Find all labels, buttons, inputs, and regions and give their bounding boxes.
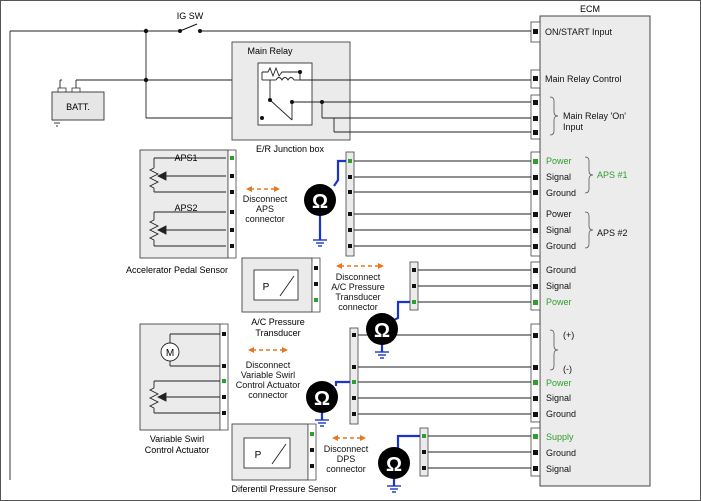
ecm-aps1-group: APS #1 xyxy=(597,170,628,180)
dps-p-symbol: P xyxy=(255,450,262,461)
main-relay-internals xyxy=(261,66,531,133)
aps-harness-pins xyxy=(348,159,352,248)
vsca-box xyxy=(139,323,221,431)
aps-connector-pins xyxy=(230,156,234,248)
ecm-braces xyxy=(549,96,594,371)
vsca-connector xyxy=(219,323,229,431)
aps-instr-l2: APS xyxy=(256,204,274,214)
ecm-main-relay-on-l2: Input xyxy=(563,122,584,132)
probe-wires xyxy=(318,159,420,486)
vsca-internals xyxy=(148,333,220,414)
ecm-ac-power: Power xyxy=(546,297,572,307)
ac-p-symbol: P xyxy=(263,282,270,293)
vsca-name-l2: Control Actuator xyxy=(145,445,210,455)
ecm-box xyxy=(539,15,651,487)
ohm-icon: Ω xyxy=(374,320,390,342)
ecm-main-relay-control: Main Relay Control xyxy=(545,74,622,84)
ecm-vsca-minus: (-) xyxy=(563,364,572,374)
ac-name-l2: Transducer xyxy=(255,328,300,338)
vsca-harness-wires xyxy=(358,334,531,415)
ig-switch: IG SW xyxy=(177,11,204,33)
dps-sensor-element xyxy=(243,437,291,469)
ac-instr-l4: connector xyxy=(338,302,378,312)
junction-dots xyxy=(143,28,149,83)
ecm-vsca-ground: Ground xyxy=(546,409,576,419)
ac-connector-pins xyxy=(314,266,318,302)
dps-connector-pins xyxy=(310,432,314,468)
ac-harness-pins xyxy=(412,268,416,304)
aps-connector xyxy=(227,149,237,259)
ecm-aps2-power: Power xyxy=(546,209,572,219)
aps-name: Accelerator Pedal Sensor xyxy=(126,265,228,275)
ecm-aps2-ground: Ground xyxy=(546,241,576,251)
dps-harness-pins xyxy=(422,434,426,470)
ohm-icon: Ω xyxy=(312,191,328,213)
ohm-icon: Ω xyxy=(314,388,330,410)
main-relay-box xyxy=(257,62,313,126)
ac-instr-l2: A/C Pressure xyxy=(331,282,385,292)
ecm-dps-supply: Supply xyxy=(546,432,574,442)
vsca-harness-connector xyxy=(349,327,359,425)
ecm-vsca-power: Power xyxy=(546,378,572,388)
ecm-dps-ground: Ground xyxy=(546,448,576,458)
aps-harness-connector xyxy=(345,151,355,257)
ecm-ac-signal: Signal xyxy=(546,281,571,291)
ecm-dps-signal: Signal xyxy=(546,464,571,474)
ecm-aps2-group: APS #2 xyxy=(597,228,628,238)
ohm-icon: Ω xyxy=(386,454,402,476)
ecm-label: ECM xyxy=(580,4,600,14)
ecm-aps1-signal: Signal xyxy=(546,172,571,182)
vsca-name-l1: Variable Swirl xyxy=(150,434,204,444)
relay-dots xyxy=(260,70,324,120)
ac-sensor-element xyxy=(253,269,299,301)
disconnect-instructions: Disconnect APS connector Disconnect A/C … xyxy=(236,194,385,474)
aps-internals xyxy=(148,157,226,247)
ecm-vsca-signal: Signal xyxy=(546,393,571,403)
arrowheads xyxy=(246,186,384,441)
vsca-connector-pins xyxy=(222,332,226,415)
dps-name: Diferentil Pressure Sensor xyxy=(231,484,336,494)
battery: BATT. xyxy=(51,87,105,121)
ohmmeter-aps xyxy=(304,184,336,216)
ground-symbols xyxy=(313,239,401,493)
ac-harness-wires xyxy=(418,269,531,303)
ecm-pin-labels: ON/START Input Main Relay Control Main R… xyxy=(545,27,628,474)
vsca-instr-l4: connector xyxy=(248,390,288,400)
ecm-ac-ground: Ground xyxy=(546,265,576,275)
batt-label: BATT. xyxy=(66,102,90,112)
vsca-instr-l1: Disconnect xyxy=(246,360,291,370)
ac-name-l1: A/C Pressure xyxy=(251,317,305,327)
main-relay-label: Main Relay xyxy=(247,46,293,56)
dps-instr-l1: Disconnect xyxy=(324,444,369,454)
ecm-pins xyxy=(533,29,538,471)
vsca-instr-l2: Variable Swirl xyxy=(241,370,295,380)
dps-instr-l3: connector xyxy=(326,464,366,474)
ecm-aps1-ground: Ground xyxy=(546,188,576,198)
aps-harness-wires xyxy=(354,160,531,247)
junction-box-label: E/R Junction box xyxy=(256,144,325,154)
vsca-instr-l3: Control Actuator xyxy=(236,380,301,390)
ac-instr-l3: Transducer xyxy=(335,292,380,302)
ecm-aps2-signal: Signal xyxy=(546,225,571,235)
ohmmeter-dps xyxy=(378,447,410,479)
vsca-m-symbol: M xyxy=(166,348,174,359)
ohmmeter-vsca xyxy=(306,381,338,413)
ecm-aps1-power: Power xyxy=(546,156,572,166)
ecm-on-start-input: ON/START Input xyxy=(545,27,613,37)
ig-sw-label: IG SW xyxy=(177,11,204,21)
aps-instr-l1: Disconnect xyxy=(243,194,288,204)
ohmmeter-ac xyxy=(366,313,398,345)
dps-harness-wires xyxy=(428,435,531,469)
ac-instr-l1: Disconnect xyxy=(336,272,381,282)
aps-box xyxy=(139,149,229,259)
aps2-label: APS2 xyxy=(174,203,197,213)
aps-instr-l3: connector xyxy=(245,214,285,224)
dps-instr-l2: DPS xyxy=(337,454,356,464)
ohmmeters: Ω Ω Ω Ω xyxy=(304,184,410,479)
disconnect-arrows xyxy=(250,188,380,439)
ecm-main-relay-on-l1: Main Relay 'On' xyxy=(563,111,626,121)
vsca-harness-pins xyxy=(352,333,356,416)
ecm-vsca-plus: (+) xyxy=(563,330,574,340)
